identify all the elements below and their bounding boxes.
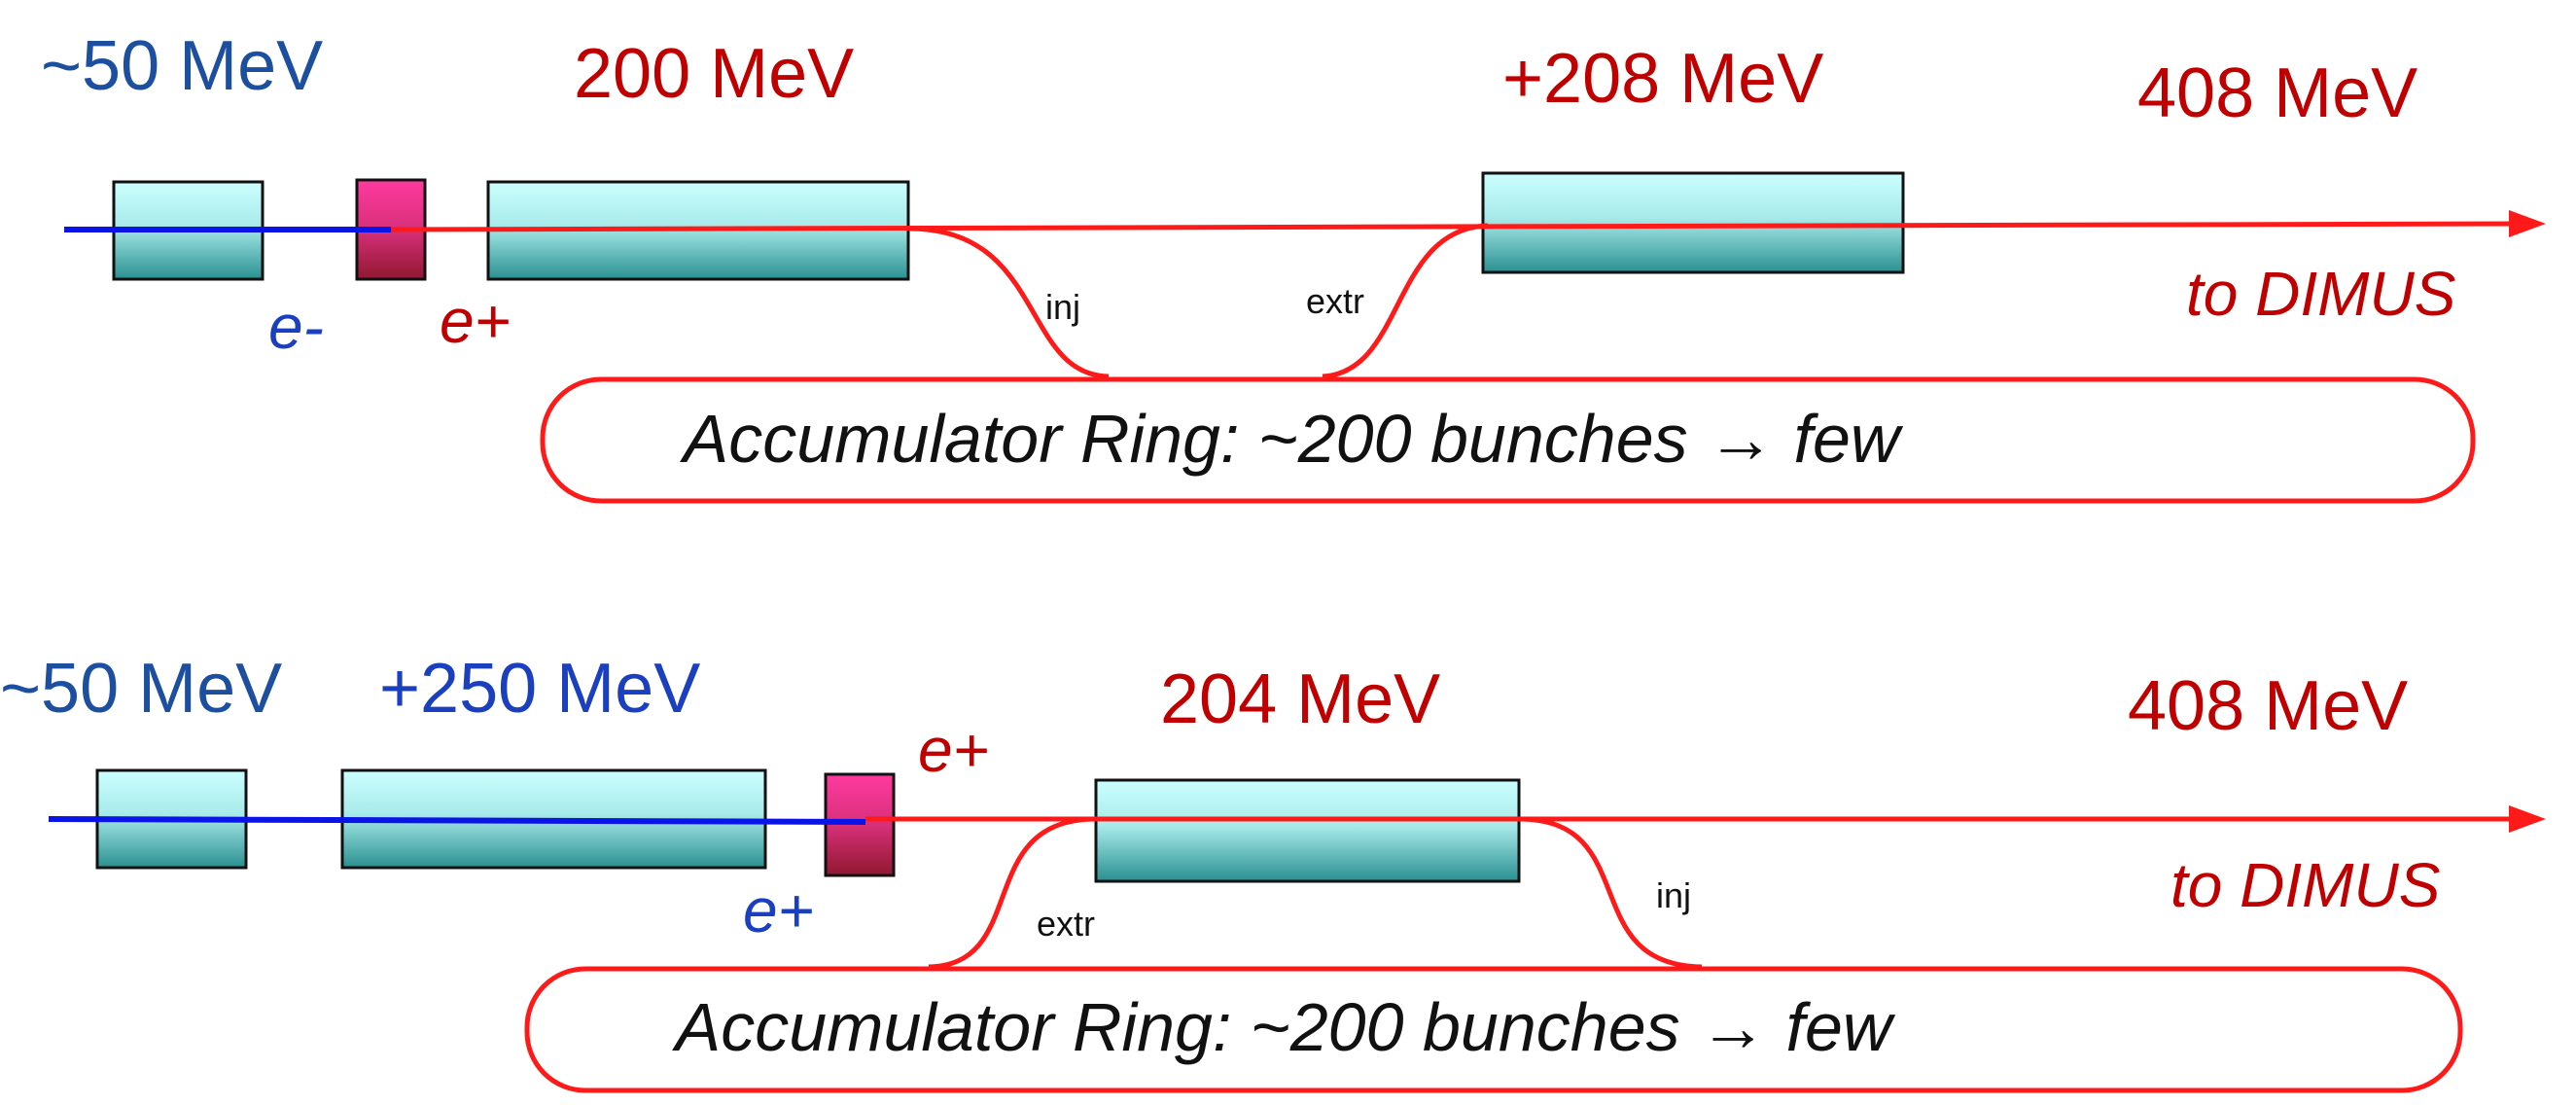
bottom-extr-label: extr bbox=[1037, 904, 1095, 944]
bottom-energy-final: 408 MeV bbox=[2128, 667, 2408, 745]
top-ring-label: Accumulator Ring: ~200 bunches → few bbox=[680, 401, 1904, 477]
top-accumulator-ring bbox=[540, 376, 2476, 504]
top-energy-linac: 200 MeV bbox=[574, 35, 854, 113]
top-beam-arrowhead bbox=[2509, 210, 2546, 237]
bottom-inj-label: inj bbox=[1656, 875, 1691, 915]
top-injection-curve bbox=[908, 226, 1110, 379]
bottom-injection-curve bbox=[1518, 816, 1703, 970]
bottom-beam-arrowhead bbox=[2509, 805, 2546, 833]
top-destination: to DIMUS bbox=[2186, 259, 2455, 329]
bottom-energy-boost: +250 MeV bbox=[379, 650, 700, 728]
bottom-particle-positron-out: e+ bbox=[918, 715, 989, 785]
bottom-scheme: ~50 MeV +250 MeV 204 MeV 408 MeV Accumul… bbox=[0, 650, 2546, 1093]
top-positron-beam bbox=[390, 221, 2520, 232]
top-energy-start: ~50 MeV bbox=[41, 27, 323, 105]
bottom-energy-mid: 204 MeV bbox=[1160, 660, 1440, 738]
bottom-target bbox=[824, 772, 896, 877]
bottom-cavity-mid bbox=[1094, 778, 1521, 883]
top-extr-label: extr bbox=[1306, 281, 1364, 321]
top-scheme: ~50 MeV 200 MeV +208 MeV 408 MeV Accumul… bbox=[41, 27, 2546, 504]
top-particle-electron: e- bbox=[268, 292, 324, 362]
top-inj-label: inj bbox=[1045, 287, 1080, 327]
bottom-positron-input-beam bbox=[48, 816, 866, 825]
top-particle-positron: e+ bbox=[440, 286, 511, 356]
bottom-destination: to DIMUS bbox=[2170, 850, 2440, 920]
bottom-particle-positron-in: e+ bbox=[743, 875, 814, 945]
bottom-accumulator-ring bbox=[524, 966, 2463, 1093]
top-energy-final: 408 MeV bbox=[2137, 54, 2417, 132]
bottom-extraction-curve bbox=[928, 816, 1097, 970]
bottom-energy-start: ~50 MeV bbox=[0, 650, 282, 728]
bottom-ring-label: Accumulator Ring: ~200 bunches → few bbox=[672, 989, 1896, 1065]
top-extraction-curve bbox=[1322, 223, 1489, 379]
top-energy-boost: +208 MeV bbox=[1502, 40, 1823, 118]
top-cavity-boost bbox=[1481, 171, 1905, 274]
